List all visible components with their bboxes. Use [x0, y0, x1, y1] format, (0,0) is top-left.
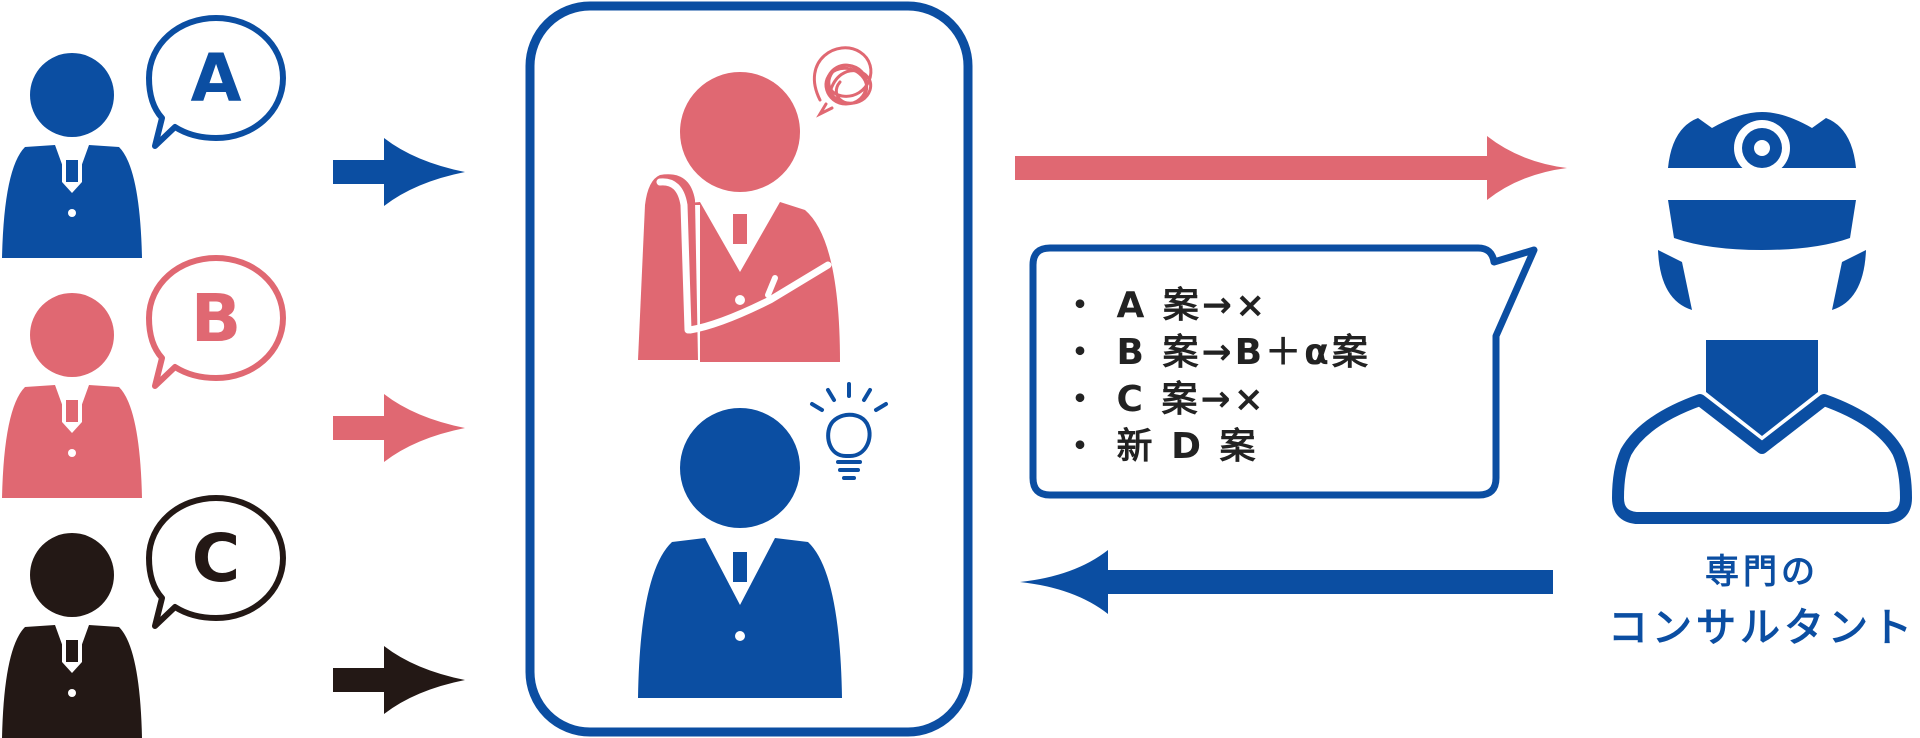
- tie-icon: [62, 146, 82, 217]
- tie-icon: [729, 536, 751, 641]
- bubble-letter-c: C: [192, 520, 240, 597]
- proposal-item-b: ・ B 案→B＋α案: [1062, 332, 1371, 373]
- confused-person: [638, 46, 873, 362]
- stakeholder-a: A: [2, 15, 286, 258]
- consultant-doctor-icon: [1612, 112, 1912, 524]
- arrow-c-to-center: [333, 646, 465, 714]
- center-panel: [525, 1, 973, 737]
- person-icon: [638, 408, 842, 698]
- inspired-person: [638, 382, 888, 698]
- tie-icon: [62, 626, 82, 697]
- bubble-letter-a: A: [190, 40, 241, 117]
- arrow-a-to-center: [333, 138, 465, 206]
- tie-icon: [62, 386, 82, 457]
- consultant-label-line1: 専門の: [1705, 552, 1819, 592]
- tie-icon: [729, 198, 751, 305]
- proposal-item-c: ・ C 案→×: [1062, 379, 1267, 420]
- person-icon: [2, 53, 142, 258]
- person-icon: [2, 293, 142, 498]
- proposal-item-d: ・ 新 D 案: [1062, 426, 1258, 467]
- stakeholder-b: B: [2, 255, 286, 498]
- proposal-bubble: ・ A 案→× ・ B 案→B＋α案 ・ C 案→× ・ 新 D 案: [1029, 244, 1538, 499]
- speech-bubble: A: [146, 15, 286, 149]
- bubble-letter-b: B: [191, 280, 241, 357]
- arrow-to-consultant: [1015, 136, 1567, 200]
- arrow-b-to-center: [333, 394, 465, 462]
- person-icon: [2, 533, 142, 738]
- person-icon: [638, 72, 840, 362]
- speech-bubble: B: [146, 255, 286, 389]
- consultant-label-line2: コンサルタント: [1608, 605, 1916, 651]
- proposal-item-a: ・ A 案→×: [1062, 285, 1268, 326]
- speech-bubble: C: [146, 495, 286, 629]
- arrow-from-consultant: [1020, 550, 1553, 614]
- lightbulb-icon: [810, 382, 888, 480]
- stakeholder-c: C: [2, 495, 286, 738]
- tangle-icon: [812, 46, 873, 118]
